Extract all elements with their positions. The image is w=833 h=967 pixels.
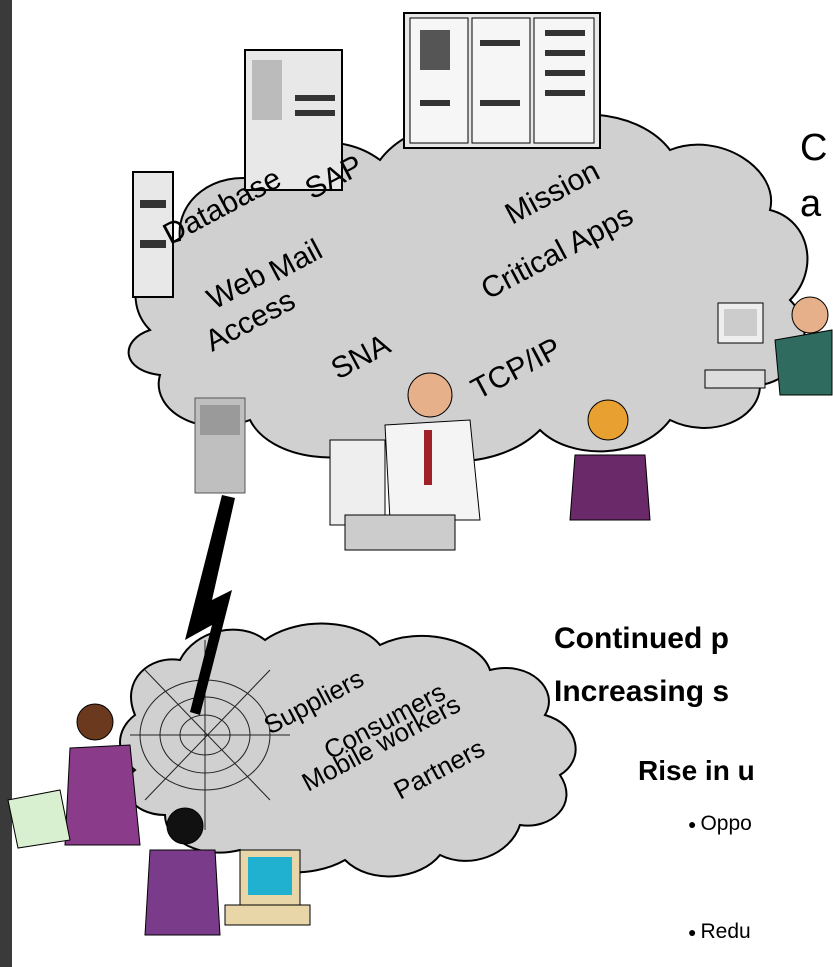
phone-woman-icon (569, 399, 651, 521)
computer-woman-icon (144, 807, 311, 936)
bullet-text: Redu (700, 920, 751, 943)
bullet-dot: ● (688, 816, 697, 833)
server-small-icon (132, 171, 174, 298)
server-rack-icon (403, 12, 601, 149)
edge-text-line1: C (800, 127, 828, 169)
lightning-bolt-icon (185, 495, 235, 715)
edge-text-line2: a (800, 183, 822, 225)
heading-line-2: Increasing s (554, 675, 730, 708)
office-worker-icon (329, 372, 481, 551)
bullet-item-1: ●Oppo (688, 812, 752, 836)
analyst-at-computer-icon (704, 296, 833, 396)
left-sidebar-bar (0, 0, 12, 967)
bullet-text: Oppo (700, 812, 752, 835)
headset-woman-icon (7, 703, 141, 849)
gateway-server-icon (194, 397, 246, 494)
bullet-dot: ● (688, 924, 697, 941)
subheading: Rise in u (638, 755, 755, 786)
bullet-item-2: ●Redu (688, 920, 751, 944)
web-icon (130, 640, 290, 830)
heading-line-1: Continued p (554, 622, 729, 655)
server-tower-icon (244, 49, 343, 191)
